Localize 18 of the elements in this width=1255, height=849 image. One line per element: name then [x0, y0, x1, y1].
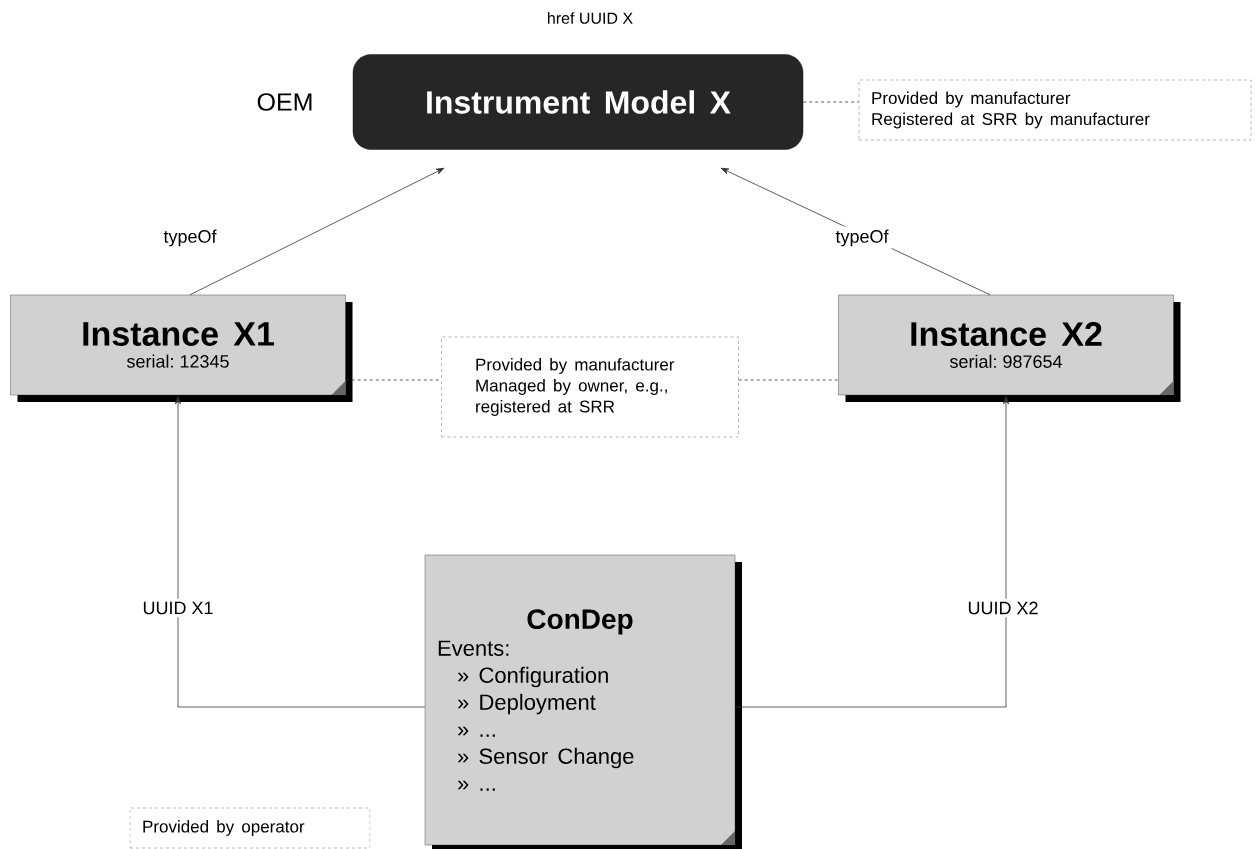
dark-model-box: Instrument Model X — [352, 54, 804, 150]
arrow — [175, 396, 426, 708]
edge-label: typeOf — [160, 226, 220, 250]
instance-card: Instance X1 serial: 12345 — [10, 294, 353, 402]
instance-card: ConDep Events: » Configuration » Deployment » ... » Sensor Change » ... — [424, 554, 742, 849]
arrow — [734, 396, 1010, 708]
beside-label: OEM — [257, 93, 312, 111]
edge-label: typeOf — [832, 226, 892, 250]
dashed-connector — [738, 379, 839, 381]
instance-card: Instance X2 serial: 987654 — [838, 294, 1181, 402]
beside-label: href UUID X — [548, 12, 633, 24]
edge-label: UUID X1 — [139, 598, 217, 618]
edge-label: UUID X2 — [964, 598, 1042, 618]
dashed-connector — [802, 101, 860, 103]
note-box: Provided by manufacturer Managed by owner, e.g., registered at SRR — [441, 336, 739, 438]
note-box: Provided by operator — [129, 807, 371, 849]
note-box: Provided by manufacturer Registered at SRR by manufacturer — [858, 79, 1252, 141]
arrow — [189, 167, 445, 296]
